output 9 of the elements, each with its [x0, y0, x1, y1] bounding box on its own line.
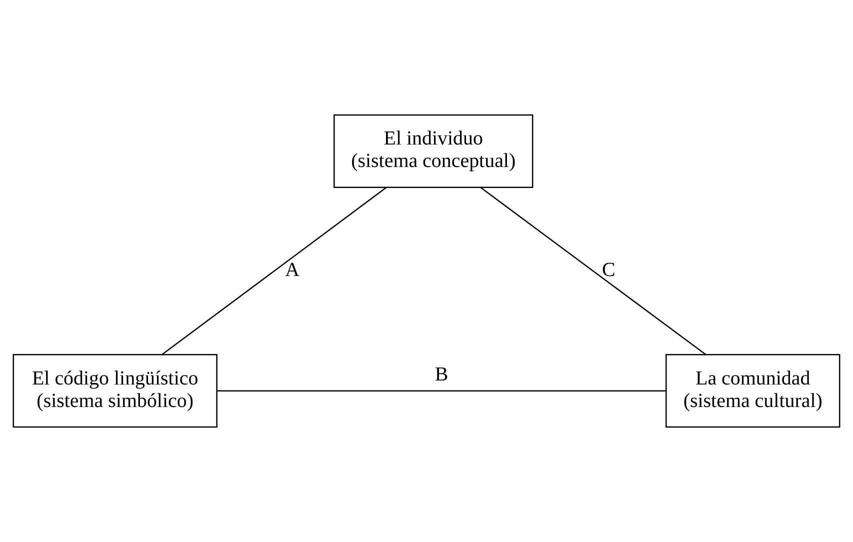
edge-label: C	[602, 258, 616, 281]
edge-label: A	[285, 258, 300, 281]
connector	[480, 186, 706, 355]
connector	[162, 186, 387, 355]
connector	[216, 390, 666, 392]
node-box: El código lingüístico (sistema simbólico)	[12, 354, 218, 428]
edge-label: B	[434, 364, 448, 386]
node-box: La comunidad (sistema cultural)	[666, 354, 840, 428]
node-box: El individuo (sistema conceptual)	[334, 114, 534, 188]
